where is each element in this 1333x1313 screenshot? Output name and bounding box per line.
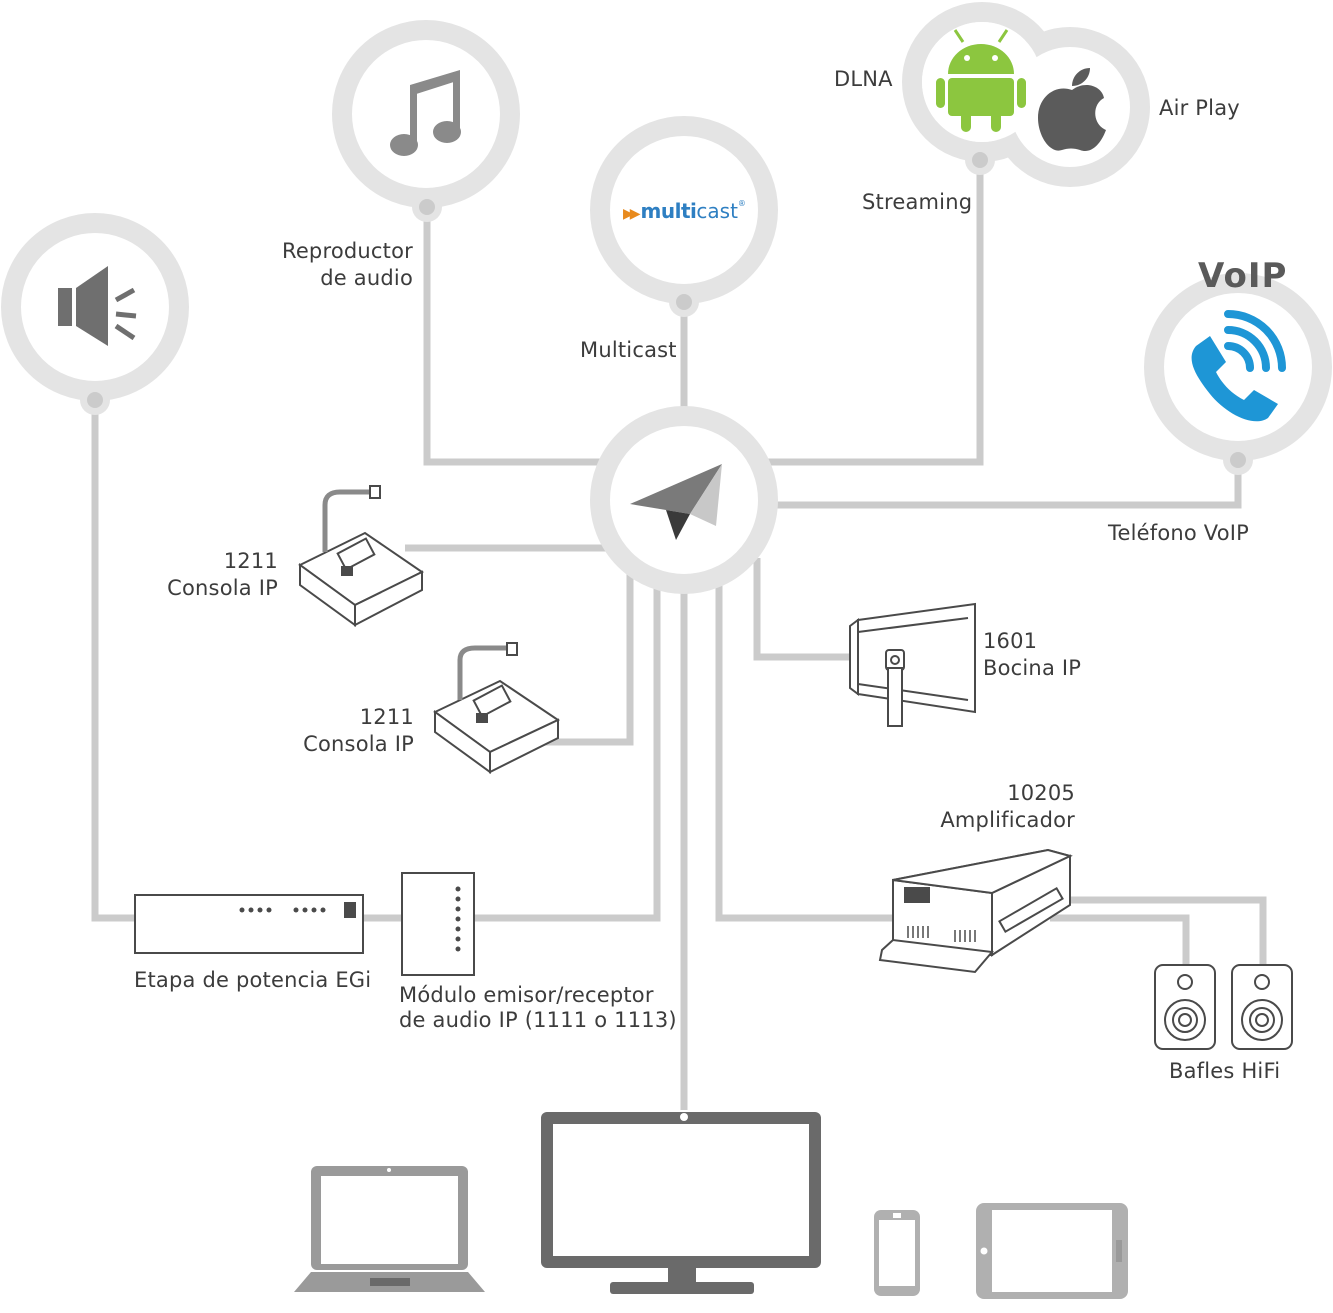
tablet-icon bbox=[976, 1203, 1128, 1299]
monitor-icon bbox=[541, 1112, 821, 1294]
laptop-icon bbox=[294, 1166, 485, 1292]
line-voip bbox=[767, 462, 1242, 509]
ring-voip bbox=[1144, 273, 1332, 461]
label-voip-phone: Teléfono VoIP bbox=[1108, 521, 1250, 545]
multicast-logo-reg: ® bbox=[737, 199, 746, 208]
ring-audio-player bbox=[332, 20, 520, 208]
voip-title: VoIP bbox=[1198, 256, 1288, 296]
label-amplifier-name: Amplificador bbox=[940, 808, 1075, 832]
multicast-arrows-icon: ▶▶ bbox=[623, 206, 640, 222]
label-console-1-model: 1211 bbox=[223, 549, 278, 573]
multicast-logo-cast: cast bbox=[696, 199, 738, 223]
label-console-1: 1211 Consola IP bbox=[140, 548, 278, 602]
label-console-2: 1211 Consola IP bbox=[276, 704, 414, 758]
label-power-stage: Etapa de potencia EGi bbox=[134, 968, 372, 992]
label-audio-module-line1: Módulo emisor/receptor bbox=[399, 983, 654, 1007]
line-amp-bafle2 bbox=[1050, 896, 1267, 966]
label-amplifier: 10205 Amplificador bbox=[900, 780, 1075, 834]
multicast-logo: ▶▶multicast® bbox=[623, 199, 746, 223]
console-ip-2 bbox=[433, 642, 561, 774]
audio-module-icon bbox=[401, 872, 475, 976]
line-console2 bbox=[545, 562, 634, 746]
label-airplay: Air Play bbox=[1159, 96, 1240, 120]
music-note-icon bbox=[390, 70, 461, 156]
label-streaming: Streaming bbox=[862, 190, 973, 214]
label-horn-model: 1601 bbox=[983, 629, 1038, 653]
speaker-icon bbox=[58, 266, 137, 346]
horn-ip-icon bbox=[849, 602, 976, 727]
line-audio-player bbox=[423, 205, 612, 466]
line-streaming bbox=[755, 160, 984, 466]
smartphone-icon bbox=[874, 1210, 920, 1296]
line-module bbox=[475, 578, 661, 922]
line-amp-bafle1 bbox=[1050, 914, 1190, 966]
label-dlna: DLNA bbox=[834, 67, 893, 91]
connection-lines bbox=[91, 160, 1267, 1110]
label-console-2-name: Consola IP bbox=[303, 732, 414, 756]
phone-icon bbox=[1191, 310, 1286, 422]
hifi-speaker-1 bbox=[1154, 964, 1216, 1050]
line-horn bbox=[753, 558, 852, 661]
line-speaker bbox=[91, 400, 135, 922]
multicast-logo-multi: multi bbox=[640, 199, 697, 223]
label-console-2-model: 1211 bbox=[359, 705, 414, 729]
hifi-speaker-2 bbox=[1231, 964, 1293, 1050]
paper-plane-icon bbox=[630, 464, 722, 540]
power-stage-icon bbox=[134, 894, 364, 954]
label-audio-player: Reproductor de audio bbox=[260, 238, 413, 292]
label-horn-name: Bocina IP bbox=[983, 656, 1082, 680]
line-amplifier bbox=[715, 578, 892, 922]
label-audio-player-line1: Reproductor bbox=[281, 239, 413, 263]
label-amplifier-model: 10205 bbox=[1007, 781, 1075, 805]
android-icon bbox=[936, 29, 1026, 132]
apple-icon bbox=[1038, 68, 1106, 152]
console-ip-1 bbox=[298, 485, 424, 627]
label-audio-module-line2: de audio IP (1111 o 1113) bbox=[399, 1008, 677, 1032]
connector-dots bbox=[80, 145, 1253, 475]
amplifier-icon bbox=[878, 848, 1073, 974]
label-multicast: Multicast bbox=[580, 338, 677, 362]
label-audio-player-line2: de audio bbox=[320, 266, 413, 290]
label-audio-module: Módulo emisor/receptor de audio IP (1111… bbox=[399, 983, 677, 1033]
label-horn: 1601 Bocina IP bbox=[983, 628, 1081, 682]
label-hifi: Bafles HiFi bbox=[1169, 1059, 1281, 1083]
label-console-1-name: Consola IP bbox=[167, 576, 278, 600]
